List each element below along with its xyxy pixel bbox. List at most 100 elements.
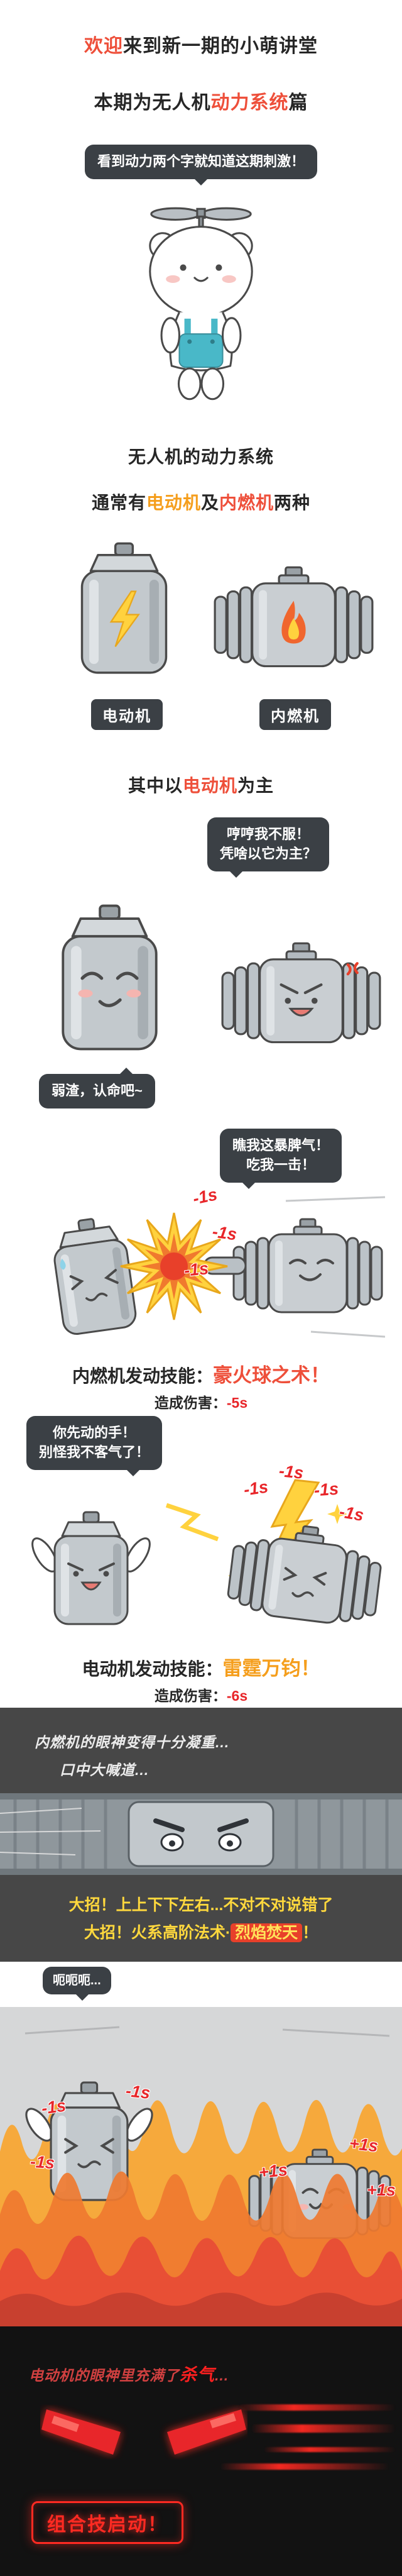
motor-attacker xyxy=(31,1511,151,1625)
fireball-damage-label: 造成伤害： xyxy=(154,1395,227,1411)
engine-argue-bubble: 哼哼我不服！ 凭啥以它为主？ xyxy=(207,817,330,878)
fireball-skill-caption: 内燃机发动技能：豪火球之术！ xyxy=(0,1359,402,1388)
damage-indicator: -1s xyxy=(183,1259,210,1280)
engine-label-chip: 内燃机 xyxy=(259,699,331,730)
engine-closeup-band xyxy=(0,1793,402,1875)
heal-indicator: +1s xyxy=(348,2133,379,2156)
ultimate-shout2-pre: 大招！火系高阶法术· xyxy=(84,1924,231,1942)
overview-line3-pre: 其中以 xyxy=(128,776,183,795)
damage-indicator: -1s xyxy=(278,1461,305,1483)
finale-panel: 电动机的眼神里充满了杀气... 组合技启动！ xyxy=(0,2326,402,2576)
heal-indicator: +1s xyxy=(258,2160,289,2182)
finale-narration-pre: 电动机的眼神里充满了 xyxy=(29,2367,180,2384)
finale-narration-highlight: 杀气 xyxy=(180,2365,215,2384)
fireball-damage-value: -5s xyxy=(226,1395,248,1411)
ultimate-shout2-post: ！ xyxy=(302,1924,318,1942)
fire-scene-panel xyxy=(0,2007,402,2326)
overview-line2: 通常有电动机及内燃机两种 xyxy=(0,489,402,514)
thunder-skill-caption: 电动机发动技能：雷霆万钧！ xyxy=(0,1652,402,1681)
motor-smug-character xyxy=(62,904,158,1051)
engine-label-text: 内燃机 xyxy=(271,708,320,725)
electric-motor-illustration xyxy=(80,542,168,674)
title1-rest: 来到新一期的小萌讲堂 xyxy=(123,36,318,57)
motor-attack-line2: 别怪我不客气了！ xyxy=(39,1444,150,1460)
motor-label-chip: 电动机 xyxy=(91,699,163,730)
motor-attack-bubble: 你先动的手！ 别怪我不客气了！ xyxy=(26,1416,163,1476)
ultimate-shout-line1: 大招！上上下下左右...不对不对说错了 xyxy=(68,1896,334,1914)
combustion-engine-illustration xyxy=(214,566,374,668)
spark-icon xyxy=(327,1504,347,1524)
thunder-skill-name: 雷霆万钧！ xyxy=(222,1657,320,1679)
glowing-red-eyes xyxy=(41,2409,246,2455)
finale-narration: 电动机的眼神里充满了杀气... xyxy=(29,2361,229,2385)
engine-attacker xyxy=(232,1218,383,1313)
motor-burning-character xyxy=(25,2081,153,2201)
flame-icon xyxy=(281,600,306,644)
title2-pre: 本期为无人机 xyxy=(94,92,211,113)
thunder-damage-caption: 造成伤害：-6s xyxy=(0,1684,402,1705)
red-light-streak xyxy=(251,2424,396,2433)
finale-narration-post: ... xyxy=(215,2367,229,2384)
speed-lines xyxy=(0,1808,101,1855)
red-light-streak xyxy=(239,2404,396,2411)
overview-line3-post: 为主 xyxy=(237,776,274,795)
intro-title-line1: 欢迎来到新一期的小萌讲堂 xyxy=(0,30,402,58)
motor-argue-text: 弱渣，认命吧~ xyxy=(52,1083,143,1098)
damage-indicator: -1s xyxy=(337,1501,366,1525)
overview-line3: 其中以电动机为主 xyxy=(0,772,402,797)
ultimate-shout2-highlight: 烈焰焚天 xyxy=(231,1923,303,1942)
red-light-streak xyxy=(220,2463,389,2470)
ultimate-narration-2: 口中大喊道... xyxy=(60,1762,149,1778)
fireball-damage-caption: 造成伤害：-5s xyxy=(0,1391,402,1412)
motor-attack-line1: 你先动的手！ xyxy=(53,1425,136,1440)
thunder-combat-scene xyxy=(31,1479,386,1630)
fire-flames-base xyxy=(0,2292,402,2326)
engine-argue-line1: 哼哼我不服！ xyxy=(227,826,310,842)
fireball-combat-scene xyxy=(48,1196,386,1338)
damage-indicator: -1s xyxy=(211,1222,238,1244)
title2-highlight: 动力系统 xyxy=(210,92,289,113)
bear-character xyxy=(149,207,253,401)
damage-indicator: -1s xyxy=(40,2096,67,2118)
propeller-icon xyxy=(150,207,252,228)
ultimate-narration-1: 内燃机的眼神变得十分凝重... xyxy=(35,1734,230,1750)
thunder-damage-label: 造成伤害： xyxy=(154,1688,227,1704)
overview-line2-mid: 及 xyxy=(200,493,219,512)
damage-indicator: -1s xyxy=(30,2152,56,2173)
title1-highlight: 欢迎 xyxy=(84,36,123,57)
damage-indicator: -1s xyxy=(313,1479,339,1500)
engine-hit-character xyxy=(225,1517,386,1630)
overview-line3-highlight: 电动机 xyxy=(182,776,237,795)
fireball-skill-prefix: 内燃机发动技能： xyxy=(72,1366,213,1386)
overview-line2-post: 两种 xyxy=(274,493,311,512)
engine-attack-bubble: 瞧我这暴脾气！ 吃我一击！ xyxy=(220,1129,342,1189)
fireball-skill-name: 豪火球之术！ xyxy=(213,1364,330,1386)
red-light-streak xyxy=(264,2447,396,2452)
overview-line1: 无人机的动力系统 xyxy=(0,443,402,468)
explosion-burst xyxy=(120,1212,228,1320)
motor-hit-character xyxy=(48,1213,139,1337)
overview-line2-engine: 内燃机 xyxy=(219,493,274,512)
engine-angry-character xyxy=(221,942,381,1044)
speed-lines xyxy=(285,1196,386,1338)
combo-activate-banner: 组合技启动！ xyxy=(31,2501,183,2544)
anger-mark-icon xyxy=(346,962,359,976)
lightning-icon xyxy=(109,590,140,647)
motor-label-text: 电动机 xyxy=(102,708,151,725)
bear-speech-bubble: 看到动力两个字就知道这期刺激！ xyxy=(84,145,318,185)
damage-indicator: -1s xyxy=(124,2081,151,2103)
motor-argue-bubble: 弱渣，认命吧~ xyxy=(39,1068,155,1108)
uh-oh-text: 呃呃呃... xyxy=(53,1974,101,1987)
overview-line1-text: 无人机的动力系统 xyxy=(128,447,274,467)
overview-line2-pre: 通常有 xyxy=(91,493,146,512)
engine-attack-line2: 吃我一击！ xyxy=(246,1156,316,1173)
bear-bubble-text: 看到动力两个字就知道这期刺激！ xyxy=(97,153,305,169)
thunder-damage-value: -6s xyxy=(226,1688,248,1704)
engine-attack-line1: 瞧我这暴脾气！ xyxy=(232,1137,330,1153)
ultimate-shout-line2: 大招！火系高阶法术·烈焰焚天！ xyxy=(0,1920,402,1943)
serious-eyes xyxy=(153,1818,249,1852)
thunder-skill-prefix: 电动机发动技能： xyxy=(82,1659,223,1679)
ultimate-panel: 内燃机的眼神变得十分凝重... 口中大喊道... xyxy=(0,1708,402,1962)
overview-line2-motor: 电动机 xyxy=(146,493,201,512)
uh-oh-bubble: 呃呃呃... xyxy=(43,1967,111,2001)
